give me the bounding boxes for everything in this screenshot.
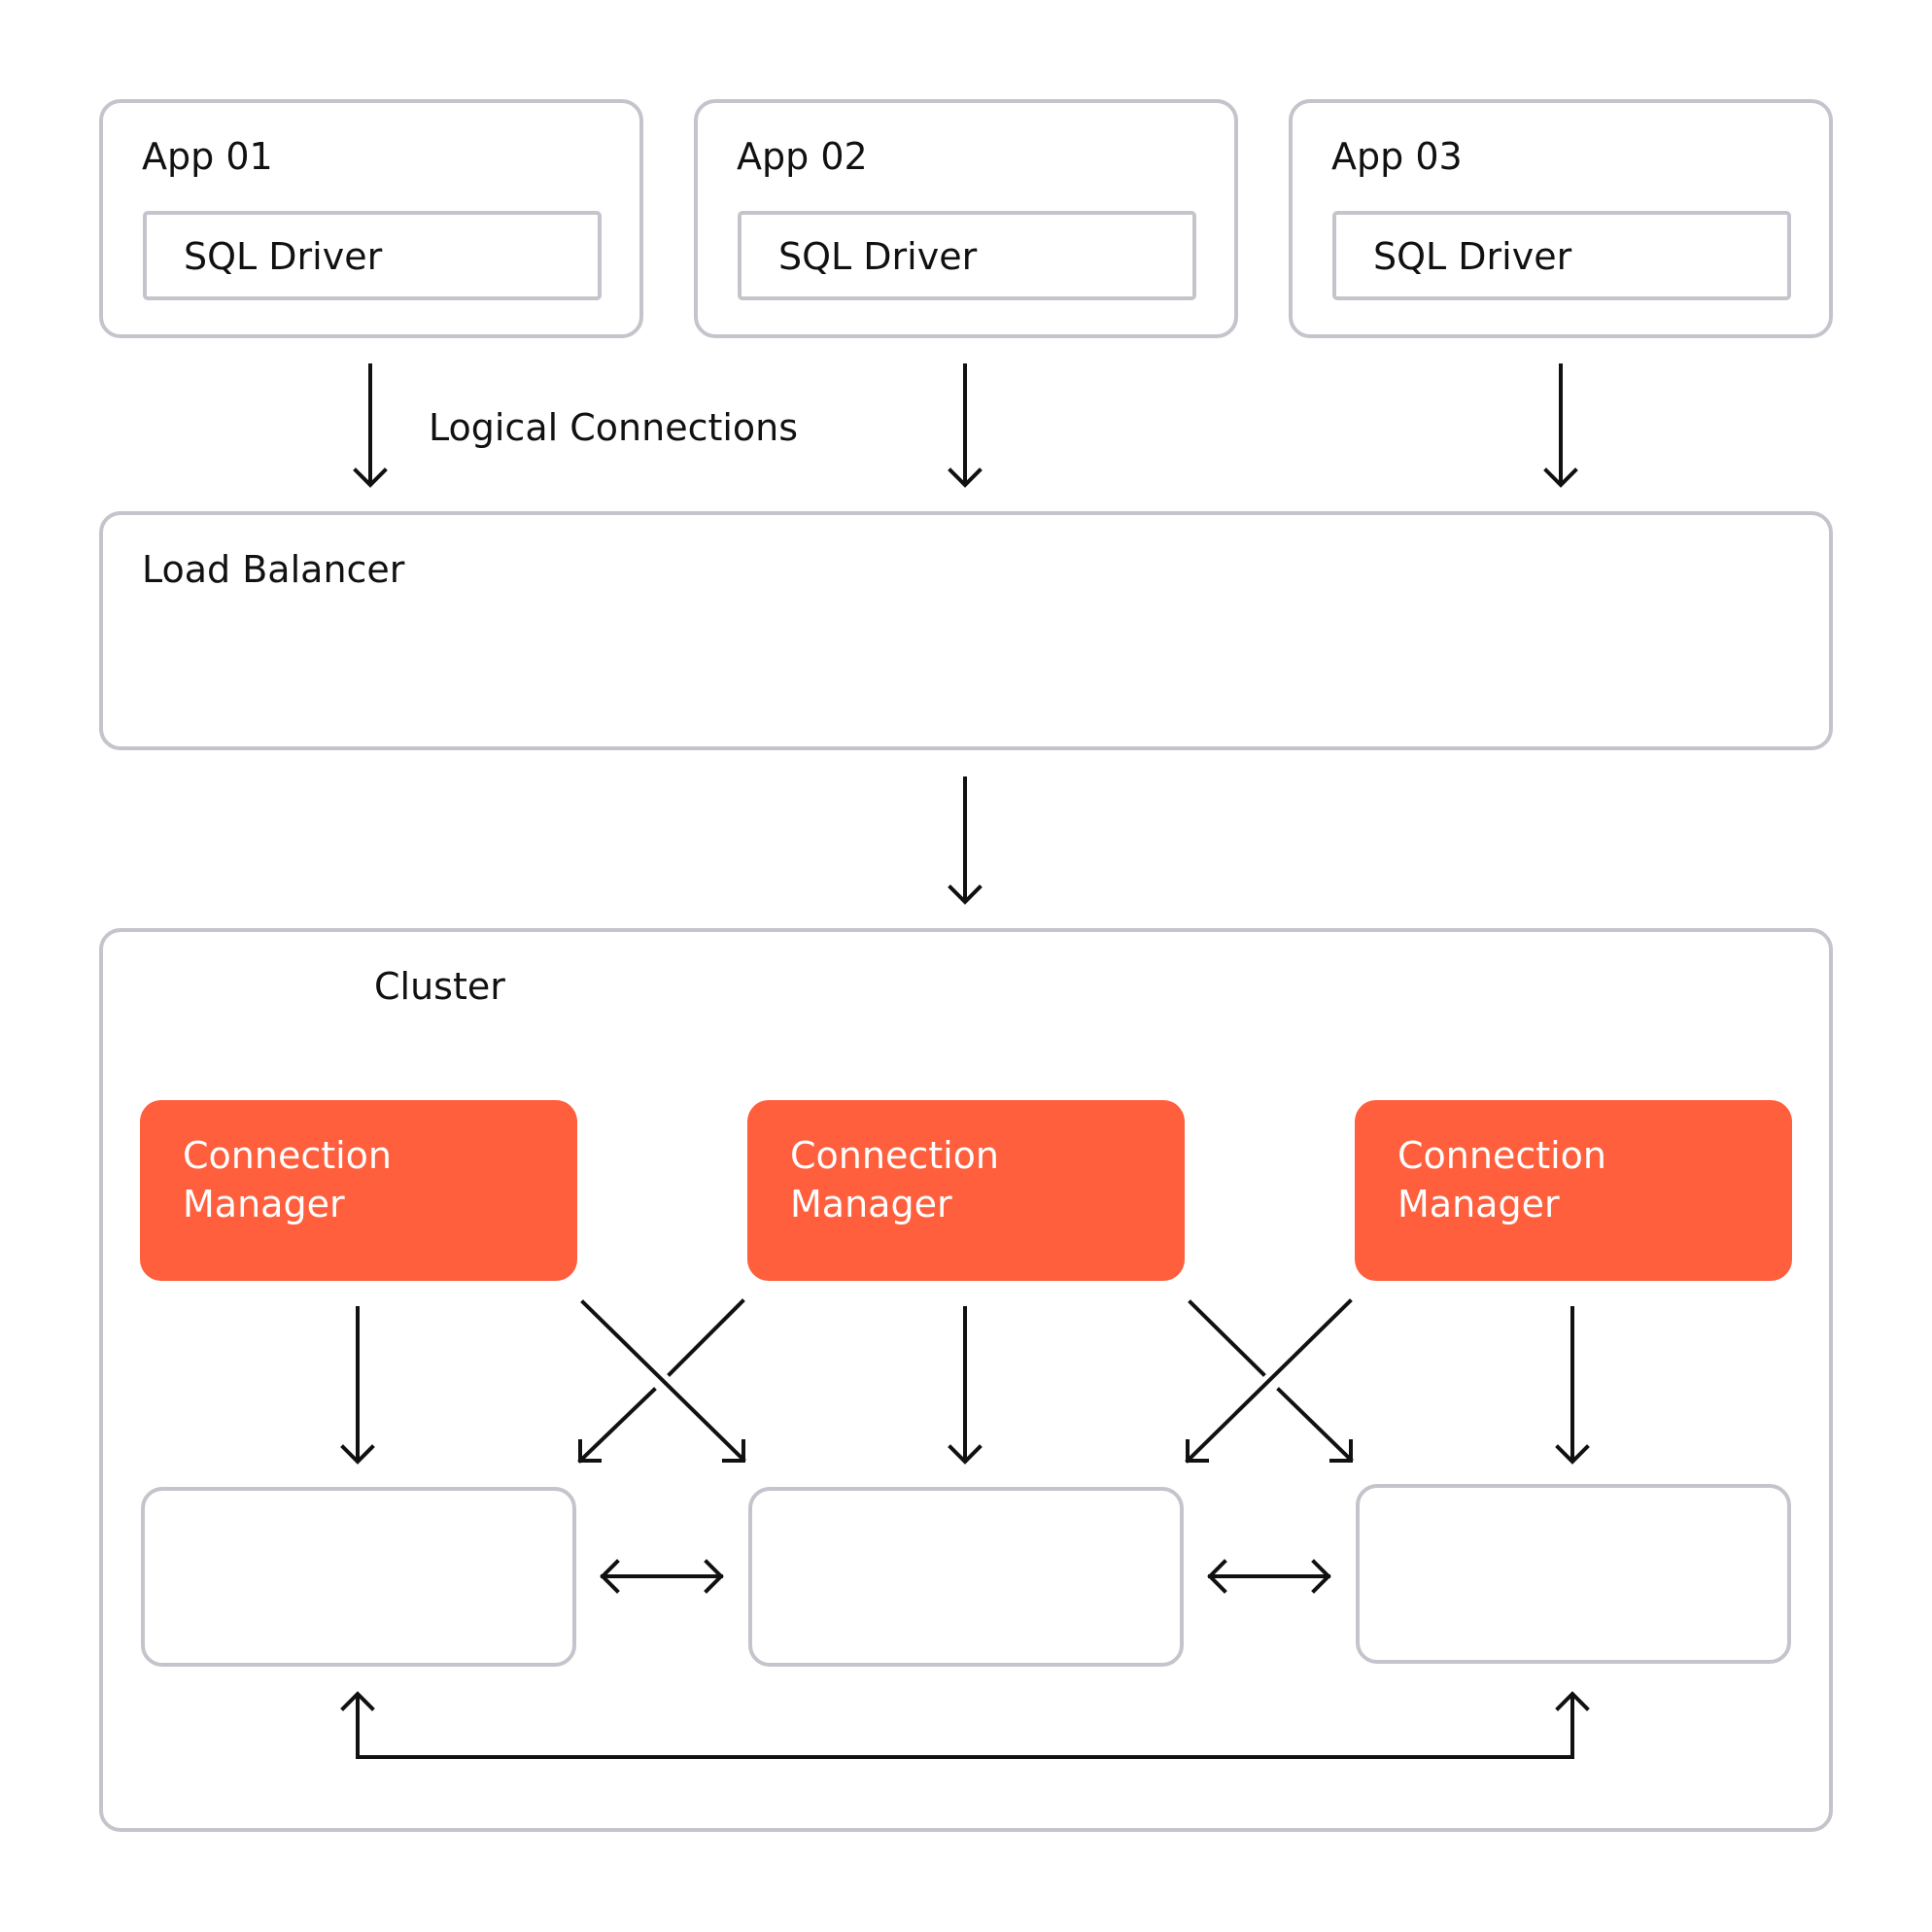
logical-connections-label: Logical Connections	[429, 406, 799, 449]
cluster-node-3	[1356, 1484, 1791, 1664]
arrow-app1-to-lb	[353, 363, 388, 488]
sql-driver-box: SQL Driver	[143, 211, 602, 300]
sql-driver-box: SQL Driver	[738, 211, 1196, 300]
arrow-node1-node2	[600, 1559, 724, 1594]
sql-driver-box: SQL Driver	[1332, 211, 1791, 300]
cluster-node-1	[141, 1487, 576, 1667]
arrow-node1-node3	[340, 1691, 1590, 1759]
arrow-manager2-to-node2	[948, 1306, 983, 1465]
arrow-app2-to-lb	[948, 363, 983, 488]
sql-driver-label: SQL Driver	[778, 235, 978, 278]
load-balancer-title: Load Balancer	[142, 548, 405, 591]
arrow-manager3-to-node3	[1555, 1306, 1590, 1465]
arrow-manager1-to-node1	[340, 1306, 375, 1465]
arrow-lb-to-cluster	[948, 776, 983, 905]
cluster-node-2	[748, 1487, 1184, 1667]
arrow-app3-to-lb	[1543, 363, 1578, 488]
arrow-node2-node3	[1207, 1559, 1331, 1594]
connection-manager-2: Connection Manager	[747, 1100, 1185, 1281]
connection-manager-label: Connection Manager	[1397, 1134, 1607, 1225]
connection-manager-label: Connection Manager	[183, 1134, 393, 1225]
app-box-2: App 02 SQL Driver	[694, 99, 1238, 338]
sql-driver-label: SQL Driver	[184, 235, 383, 278]
load-balancer-box: Load Balancer	[99, 511, 1833, 750]
app-box-1: App 01 SQL Driver	[99, 99, 643, 338]
connection-manager-1: Connection Manager	[140, 1100, 577, 1281]
app-box-3: App 03 SQL Driver	[1289, 99, 1833, 338]
arrow-manager1-to-node2	[580, 1299, 746, 1463]
connection-manager-3: Connection Manager	[1355, 1100, 1792, 1281]
arrow-manager3-to-node2	[1185, 1298, 1353, 1464]
cluster-title: Cluster	[374, 965, 505, 1008]
app-title: App 02	[737, 135, 868, 178]
sql-driver-label: SQL Driver	[1373, 235, 1572, 278]
arrow-manager2-to-node1	[577, 1298, 745, 1464]
connection-manager-label: Connection Manager	[790, 1134, 1000, 1225]
app-title: App 03	[1331, 135, 1463, 178]
app-title: App 01	[142, 135, 273, 178]
arrow-manager2-to-node3	[1188, 1299, 1354, 1463]
